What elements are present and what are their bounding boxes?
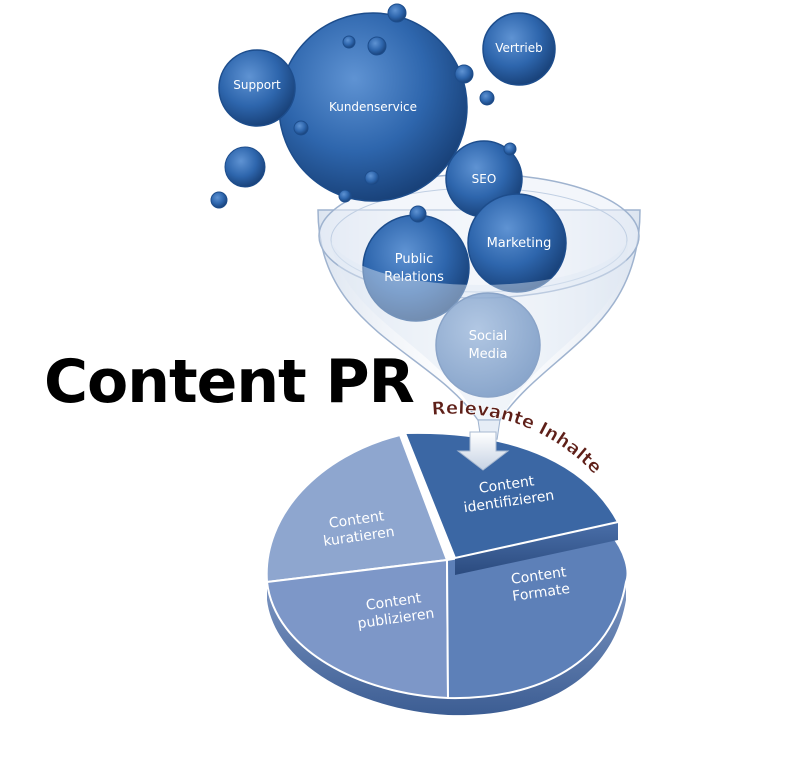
small-bubbles xyxy=(210,3,517,223)
pie-slice-publizieren xyxy=(265,558,450,700)
small-bubble xyxy=(364,170,380,186)
pie-label-kuratieren-line-1: Content xyxy=(328,508,386,532)
bubble-social-media: Social Media xyxy=(435,292,541,398)
pie-label-publizieren-line-1: Content xyxy=(365,590,423,614)
bubble-support: Support xyxy=(218,49,296,127)
bubble-label-line-2: Relations xyxy=(384,270,444,285)
bubble-label: SEO xyxy=(472,172,497,186)
small-bubble xyxy=(454,64,474,84)
pie-label-identifizieren-line-1: Content xyxy=(478,473,536,497)
bubble-label-line-1: Social xyxy=(469,329,508,344)
pie-label-formate-line-2: Formate xyxy=(511,581,571,605)
small-bubble xyxy=(503,142,517,156)
small-bubble xyxy=(387,3,407,23)
small-bubble xyxy=(479,90,495,106)
bubble-label: Marketing xyxy=(487,236,552,251)
pie-slice-kuratieren xyxy=(265,433,449,584)
bubble-label: Vertrieb xyxy=(495,41,543,55)
small-bubble xyxy=(338,189,352,203)
small-bubble xyxy=(367,36,387,56)
small-bubble xyxy=(342,35,356,49)
small-bubble xyxy=(224,146,266,188)
bubble-label-line-1: Public xyxy=(395,252,433,267)
pie-chart: Content identifizieren Content kuratiere… xyxy=(265,431,629,716)
pie-label-formate-line-1: Content xyxy=(510,564,568,588)
bubble-vertrieb: Vertrieb xyxy=(482,12,556,86)
pie-slice-identifizieren xyxy=(403,431,620,560)
bubble-kundenservice: Kundenservice xyxy=(278,12,468,202)
bubble-label: Support xyxy=(233,78,281,92)
bubble-marketing: Marketing xyxy=(467,193,567,293)
small-bubble xyxy=(210,191,228,209)
pie-slice-identifizieren-side xyxy=(455,522,618,575)
arrow-down-icon xyxy=(456,431,510,471)
small-bubble xyxy=(409,205,427,223)
bubble-label-line-2: Media xyxy=(468,347,507,362)
page-title: Content PR xyxy=(44,347,415,417)
small-bubble xyxy=(293,120,309,136)
bubble-label: Kundenservice xyxy=(329,100,417,114)
pie-side xyxy=(267,582,626,716)
pie-slice-formate xyxy=(445,531,629,700)
